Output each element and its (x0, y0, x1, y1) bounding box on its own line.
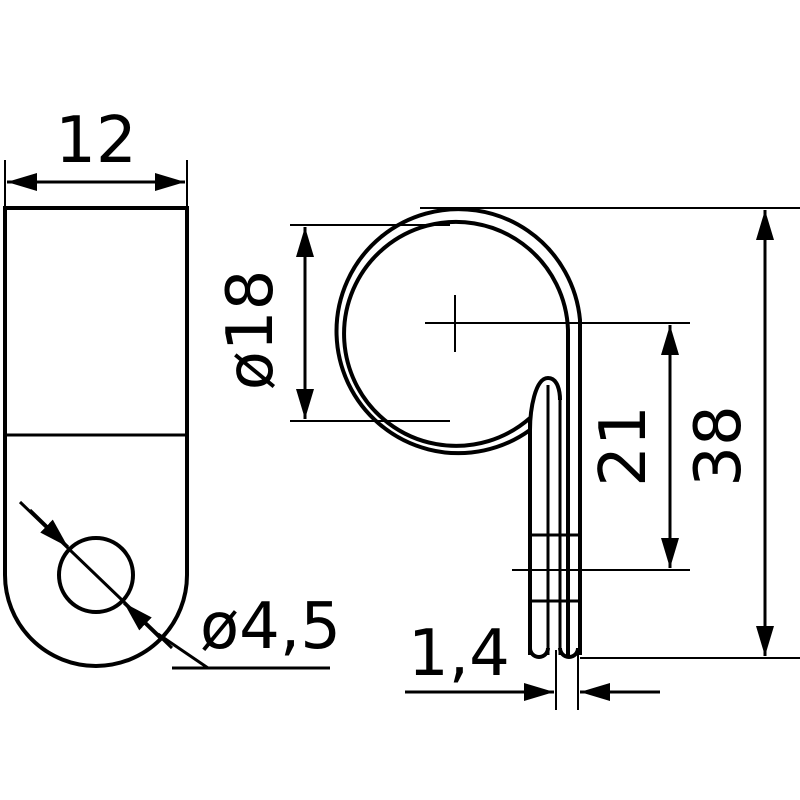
width-label: 12 (55, 104, 136, 178)
hole-diameter-label: ø4,5 (200, 590, 341, 664)
clip-outer-contour (334, 207, 582, 655)
hole-diameter-dimension: ø4,5 (18, 500, 341, 670)
clip-legs-bottom (528, 647, 580, 659)
total-height-label: 38 (682, 405, 756, 486)
total-height-dimension: 38 (420, 207, 800, 659)
hole-arrow-lower (122, 601, 162, 640)
loop-diameter-label: ø18 (214, 270, 288, 391)
side-view (334, 207, 690, 659)
clip-fold-tip (528, 375, 562, 431)
thickness-dimension: 1,4 (405, 617, 660, 710)
mounting-hole (57, 536, 135, 614)
front-view-outline (2, 206, 189, 668)
center-height-label: 21 (587, 405, 661, 486)
thickness-label: 1,4 (408, 617, 510, 691)
width-dimension: 12 (4, 104, 188, 208)
hole-leader-knee (157, 632, 209, 670)
loop-diameter-dimension: ø18 (214, 224, 450, 422)
center-height-dimension: 21 (512, 325, 690, 571)
front-view (2, 206, 189, 668)
clip-inner-contour (342, 219, 570, 655)
hole-arrow-upper (28, 508, 70, 549)
